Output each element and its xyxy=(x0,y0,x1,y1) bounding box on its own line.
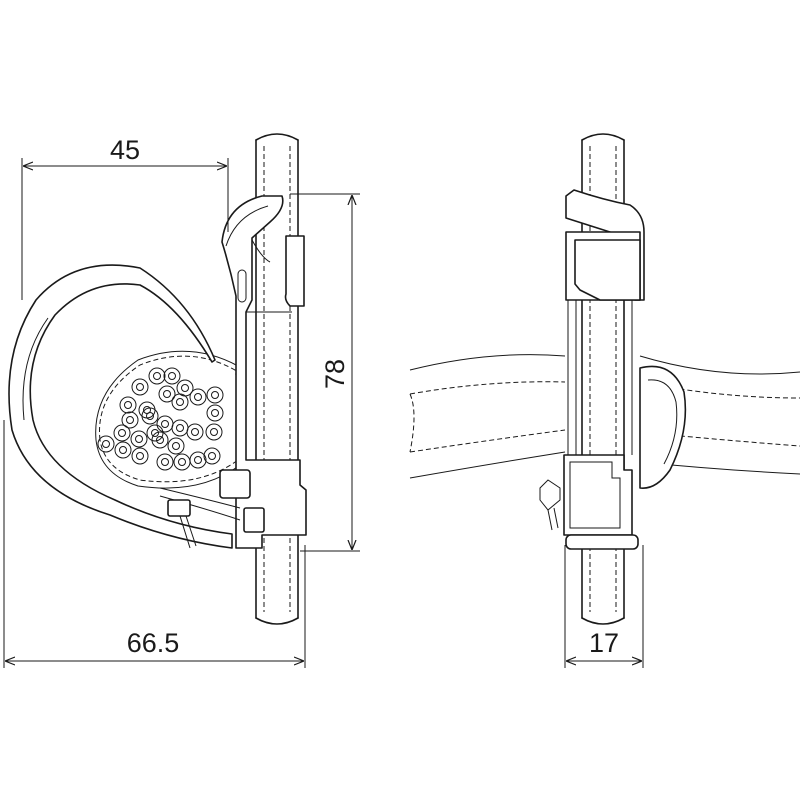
cable-circle xyxy=(173,453,191,471)
cable-core xyxy=(136,383,144,391)
cable-circle xyxy=(167,437,185,455)
cable-circle xyxy=(163,367,181,385)
cable-core xyxy=(172,442,180,450)
cable-circle xyxy=(130,430,148,448)
cable-circle xyxy=(186,423,204,441)
cable-core xyxy=(151,429,159,437)
cable-core xyxy=(156,436,164,444)
dimension-45: 45 xyxy=(21,135,229,300)
cable-core xyxy=(153,372,161,380)
front-view: 45 66.5 78 xyxy=(3,133,360,668)
cable-core xyxy=(181,384,189,392)
cable-core xyxy=(210,428,218,436)
cable-circle xyxy=(203,447,221,465)
cable-circle xyxy=(205,423,223,441)
cable-circle xyxy=(146,424,164,442)
side-view: 17 xyxy=(409,133,800,668)
cable-tie xyxy=(159,487,241,549)
cable-core xyxy=(208,452,216,460)
dimension-label-45: 45 xyxy=(110,135,140,165)
cable-circle xyxy=(158,385,176,403)
dimension-label-17: 17 xyxy=(589,628,619,658)
cable-core xyxy=(146,412,154,420)
cable-core xyxy=(176,424,184,432)
cable-core xyxy=(118,429,126,437)
cable-circle xyxy=(156,415,174,433)
cable-circle xyxy=(189,451,207,469)
cable-core xyxy=(161,458,169,466)
cable-circle xyxy=(131,447,149,465)
dimension-17: 17 xyxy=(564,545,644,668)
cable-core xyxy=(135,435,143,443)
cable-circle xyxy=(156,453,174,471)
cable-circle xyxy=(113,424,131,442)
cable-core xyxy=(136,452,144,460)
cable-circle xyxy=(206,386,224,404)
cable-circle xyxy=(171,419,189,437)
cable-core xyxy=(124,401,132,409)
clamp-bracket xyxy=(219,195,307,549)
cable-core xyxy=(211,409,219,417)
cable-core xyxy=(168,372,176,380)
clamp-arc xyxy=(8,264,233,549)
cable-bundle xyxy=(95,350,245,489)
cable-circle xyxy=(114,441,132,459)
cable-core xyxy=(119,446,127,454)
cable-circle xyxy=(97,435,115,453)
cable-circle xyxy=(189,388,207,406)
cable-core xyxy=(163,390,171,398)
cable-circle xyxy=(119,396,137,414)
cable-circle xyxy=(121,411,139,429)
dimension-66-5: 66.5 xyxy=(3,420,306,668)
cable-circle xyxy=(171,393,189,411)
cable-circle xyxy=(151,431,169,449)
cable-circle xyxy=(131,378,149,396)
cable-circle xyxy=(141,407,159,425)
cable-core xyxy=(194,393,202,401)
side-cable-bundle xyxy=(409,354,800,489)
dimension-78: 78 xyxy=(290,193,360,552)
cable-core xyxy=(126,416,134,424)
dimension-label-78: 78 xyxy=(320,359,350,389)
cable-core xyxy=(191,428,199,436)
cable-core xyxy=(178,458,186,466)
cable-core xyxy=(102,440,110,448)
dimension-label-66-5: 66.5 xyxy=(127,628,180,658)
cable-core xyxy=(176,398,184,406)
cable-core xyxy=(161,420,169,428)
cable-circle xyxy=(206,404,224,422)
cable-circles xyxy=(97,367,224,471)
cable-circle xyxy=(148,367,166,385)
cable-core xyxy=(211,391,219,399)
cable-core xyxy=(194,456,202,464)
side-clamp xyxy=(539,189,645,550)
